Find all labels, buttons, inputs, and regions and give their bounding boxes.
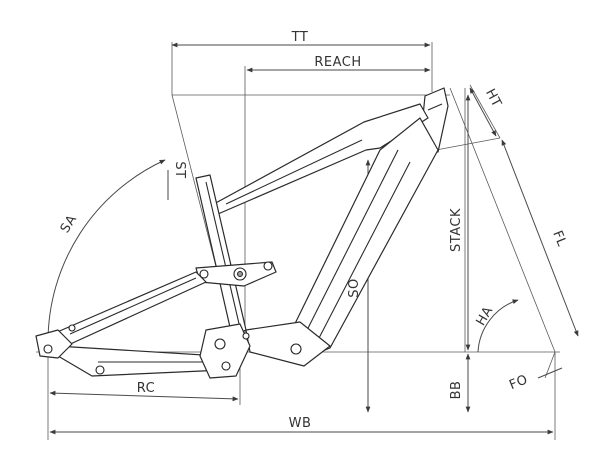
- label-fl: FL: [549, 229, 569, 249]
- ha-arc: [477, 299, 519, 353]
- label-fo: FO: [507, 372, 530, 393]
- label-st: ST: [172, 161, 187, 178]
- reference-lines: [36, 42, 560, 440]
- fl-dimension: [501, 139, 579, 337]
- bike-frame: [35, 87, 449, 379]
- label-so: SO: [347, 278, 362, 297]
- fo-dimension: [537, 367, 563, 379]
- label-sa: SA: [58, 212, 80, 236]
- label-ha: HA: [474, 304, 497, 329]
- ht-dimension: [469, 87, 497, 137]
- label-stack: STACK: [449, 208, 464, 252]
- sa-arc: [45, 159, 166, 343]
- rc-dimension: [49, 390, 239, 402]
- chain-stay: [55, 345, 225, 377]
- label-tt: TT: [291, 30, 309, 45]
- main-pivot: [199, 323, 251, 379]
- label-bb: BB: [449, 381, 464, 400]
- dimension-lines: [45, 42, 579, 435]
- label-reach: REACH: [314, 55, 361, 70]
- label-wb: WB: [289, 416, 312, 431]
- label-rc: RC: [137, 381, 155, 396]
- label-ht: HT: [482, 87, 504, 111]
